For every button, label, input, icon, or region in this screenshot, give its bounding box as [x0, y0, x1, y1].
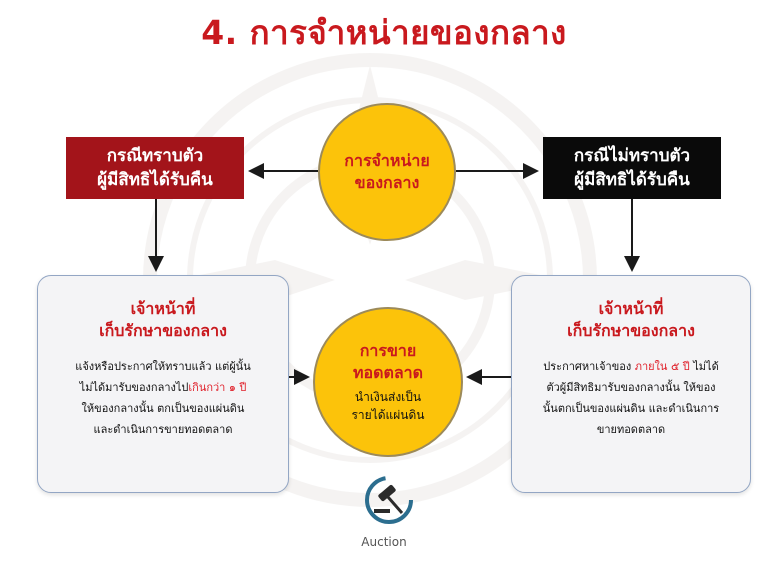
left-panel-line3: ให้ของกลางนั้น ตกเป็นของแผ่นดิน	[81, 402, 245, 415]
unknown-owner-box: กรณีไม่ทราบตัว ผู้มีสิทธิได้รับคืน	[543, 137, 721, 199]
right-panel-line2: ตัวผู้มีสิทธิมารับของกลางนั้น ให้ของ	[546, 381, 716, 394]
auction-text1: นำเงินส่งเป็น	[354, 390, 422, 404]
left-panel-heading1: เจ้าหน้าที่	[130, 299, 196, 318]
auction-logo-label: Auction	[361, 535, 407, 549]
left-panel-body: แจ้งหรือประกาศให้ทราบแล้ว แต่ผู้นั้น ไม่…	[38, 356, 288, 440]
right-panel-line1: ประกาศหาเจ้าของ ภายใน ๕ ปี ไม่ได้	[522, 356, 740, 377]
left-panel-heading2: เก็บรักษาของกลาง	[99, 321, 227, 340]
auction-text2: รายได้แผ่นดิน	[351, 408, 425, 422]
left-officer-panel: เจ้าหน้าที่ เก็บรักษาของกลาง แจ้งหรือประ…	[37, 275, 289, 493]
right-panel-heading2: เก็บรักษาของกลาง	[567, 321, 695, 340]
left-panel-highlight: เกินกว่า ๑ ปี	[188, 381, 247, 394]
right-panel-line1-post: ไม่ได้	[689, 360, 719, 373]
unknown-owner-line1: กรณีไม่ทราบตัว	[573, 146, 691, 166]
gavel-icon	[365, 476, 413, 524]
right-officer-panel: เจ้าหน้าที่ เก็บรักษาของกลาง ประกาศหาเจ้…	[511, 275, 751, 493]
right-panel-line1-pre: ประกาศหาเจ้าของ	[543, 360, 635, 373]
page-title: 4. การจำหน่ายของกลาง	[201, 13, 567, 52]
left-panel-line4: และดำเนินการขายทอดตลาด	[93, 423, 233, 436]
known-owner-box: กรณีทราบตัว ผู้มีสิทธิได้รับคืน	[66, 137, 244, 199]
disposal-line2: ของกลาง	[354, 173, 420, 192]
right-panel-highlight: ภายใน ๕ ปี	[634, 360, 690, 373]
unknown-owner-line2: ผู้มีสิทธิได้รับคืน	[574, 170, 690, 190]
right-panel-line3: นั้นตกเป็นของแผ่นดิน และดำเนินการ	[542, 402, 720, 415]
auction-line2: ทอดตลาด	[352, 363, 424, 382]
right-panel-body: ประกาศหาเจ้าของ ภายใน ๕ ปี ไม่ได้ ตัวผู้…	[512, 356, 750, 440]
left-panel-line2: ไม่ได้มารับของกลางไปเกินกว่า ๑ ปี	[48, 377, 278, 398]
auction-line1: การขาย	[359, 341, 417, 360]
known-owner-line2: ผู้มีสิทธิได้รับคืน	[97, 170, 213, 190]
auction-circle: การขาย ทอดตลาด นำเงินส่งเป็น รายได้แผ่นด…	[313, 307, 463, 457]
right-panel-heading1: เจ้าหน้าที่	[598, 299, 664, 318]
known-owner-line1: กรณีทราบตัว	[106, 146, 204, 166]
disposal-line1: การจำหน่าย	[344, 151, 430, 170]
right-panel-line4: ขายทอดตลาด	[596, 423, 666, 436]
left-panel-line1: แจ้งหรือประกาศให้ทราบแล้ว แต่ผู้นั้น	[75, 360, 251, 373]
left-panel-line2-text: ไม่ได้มารับของกลางไป	[79, 381, 189, 394]
disposal-circle: การจำหน่าย ของกลาง	[318, 103, 456, 241]
